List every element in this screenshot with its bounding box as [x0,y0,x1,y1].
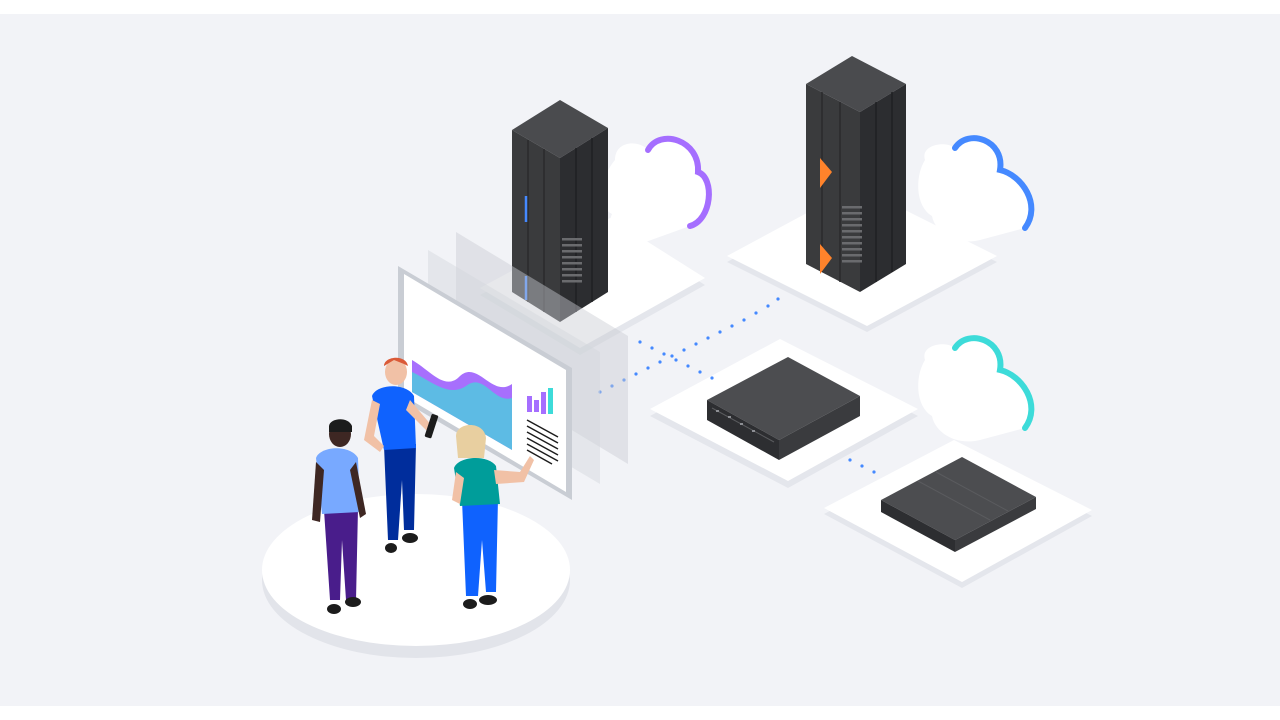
dashboard-screen-icon [398,232,628,500]
people-platform [262,494,570,658]
rack-server-unit-icon [707,357,860,460]
cloud-blue-icon [918,135,1035,242]
illustration-canvas [0,14,1280,706]
server-rack-icon [512,100,608,322]
person-right-icon [452,425,534,609]
connector-lines [598,297,876,474]
flat-storage-unit-icon [881,457,1036,552]
bottom-band [0,706,1280,720]
person-middle-icon [364,357,439,553]
cloud-purple-icon [601,136,712,245]
top-band [0,0,1280,14]
cloud-teal-icon [918,335,1035,442]
person-left-icon [312,419,366,614]
server-rack-orange-icon [806,56,906,292]
